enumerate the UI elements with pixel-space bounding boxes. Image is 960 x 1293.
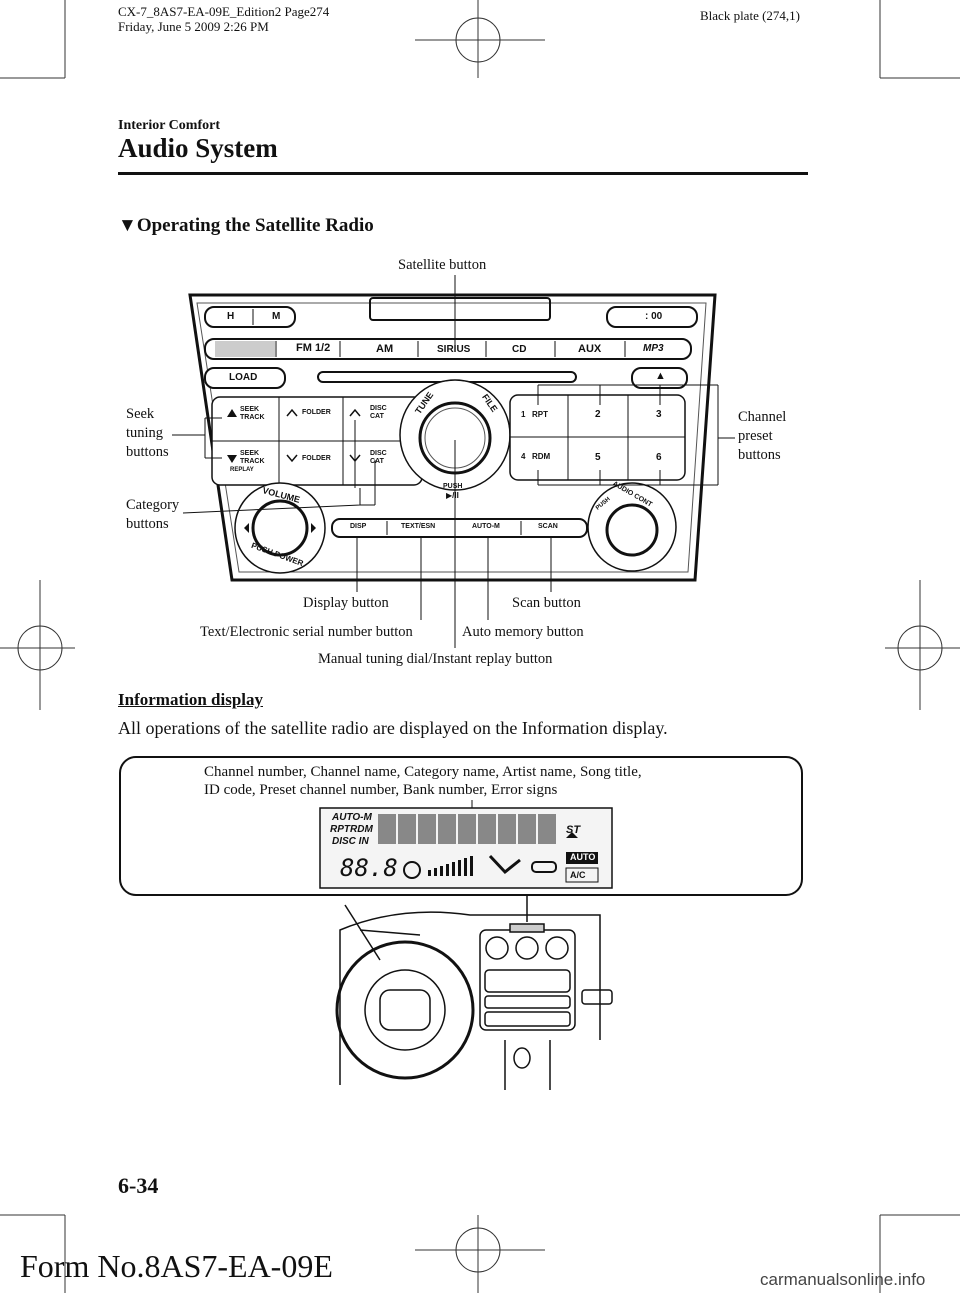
print-file-line: CX-7_8AS7-EA-09E_Edition2 Page274	[118, 4, 330, 19]
label-display-button: Display button	[303, 595, 389, 611]
preset-rpt: RPT	[532, 410, 548, 419]
label-manual-tuning-dial: Manual tuning dial/Instant replay button	[318, 651, 553, 667]
label-satellite-button: Satellite button	[398, 257, 487, 273]
label-text-esn-button: Text/Electronic serial number button	[200, 624, 413, 640]
form-number: Form No.8AS7-EA-09E	[20, 1248, 333, 1284]
triangle-marker-icon: ▼	[118, 215, 137, 236]
panel-am-button: AM	[376, 343, 394, 355]
panel-m-button: M	[272, 311, 281, 322]
print-plate: Black plate (274,1)	[700, 8, 800, 23]
preset-5: 5	[595, 452, 601, 463]
preset-6: 6	[656, 452, 662, 463]
panel-disp-button: DISP	[350, 523, 367, 530]
panel-scan-button: SCAN	[538, 523, 558, 530]
info-display-heading: Information display	[118, 690, 263, 709]
panel-replay-label: REPLAY	[230, 467, 254, 473]
info-display-body: All operations of the satellite radio ar…	[118, 718, 668, 738]
lcd-ac: A/C	[570, 870, 586, 880]
lcd-rpt-rdm: RPTRDM	[330, 824, 373, 835]
info-callout-line1: Channel number, Channel name, Category n…	[204, 764, 642, 780]
page-title: Audio System	[118, 133, 278, 163]
lcd-stereo: ST	[566, 824, 581, 836]
preset-4: 4	[521, 452, 526, 461]
panel-clock: : 00	[645, 311, 663, 322]
panel-push-label: PUSH	[443, 483, 463, 490]
watermark: carmanualsonline.info	[760, 1270, 926, 1289]
label-auto-memory-button: Auto memory button	[462, 624, 584, 640]
panel-aux-button: AUX	[578, 343, 602, 355]
lcd-temperature: 88.8	[340, 854, 398, 882]
lcd-disc-in: DISC IN	[332, 836, 369, 847]
panel-mp3-logo: MP3	[643, 343, 664, 354]
play-pause-icon: ▶/II	[446, 491, 459, 500]
panel-folder-down: FOLDER	[302, 455, 331, 462]
preset-2: 2	[595, 409, 601, 420]
panel-text-esn-button: TEXT/ESN	[401, 523, 436, 530]
preset-rdm: RDM	[532, 452, 551, 461]
panel-auto-m-button: AUTO-M	[472, 523, 500, 530]
info-callout-line2: ID code, Preset channel number, Bank num…	[204, 782, 558, 798]
panel-sirius-button: SIRIUS	[437, 344, 471, 355]
subsection-heading: ▼Operating the Satellite Radio	[118, 215, 374, 237]
preset-3: 3	[656, 409, 662, 420]
eject-icon: ▲	[655, 370, 666, 382]
section-label: Interior Comfort	[118, 118, 220, 133]
page-number: 6-34	[118, 1173, 159, 1198]
panel-h-button: H	[227, 311, 235, 322]
panel-load-button: LOAD	[229, 372, 258, 383]
lcd-auto-m: AUTO-M	[332, 812, 372, 823]
panel-folder-up: FOLDER	[302, 409, 331, 416]
print-date-line: Friday, June 5 2009 2:26 PM	[118, 19, 269, 34]
subsection-title: Operating the Satellite Radio	[136, 215, 374, 236]
preset-1: 1	[521, 410, 526, 419]
info-display-figure	[119, 756, 803, 1090]
label-scan-button: Scan button	[512, 595, 581, 611]
title-rule	[118, 172, 808, 175]
panel-cd-button: CD	[512, 344, 527, 355]
panel-fm-button: FM 1/2	[296, 342, 331, 354]
audio-panel-figure	[172, 275, 735, 648]
lcd-auto: AUTO	[570, 852, 596, 862]
